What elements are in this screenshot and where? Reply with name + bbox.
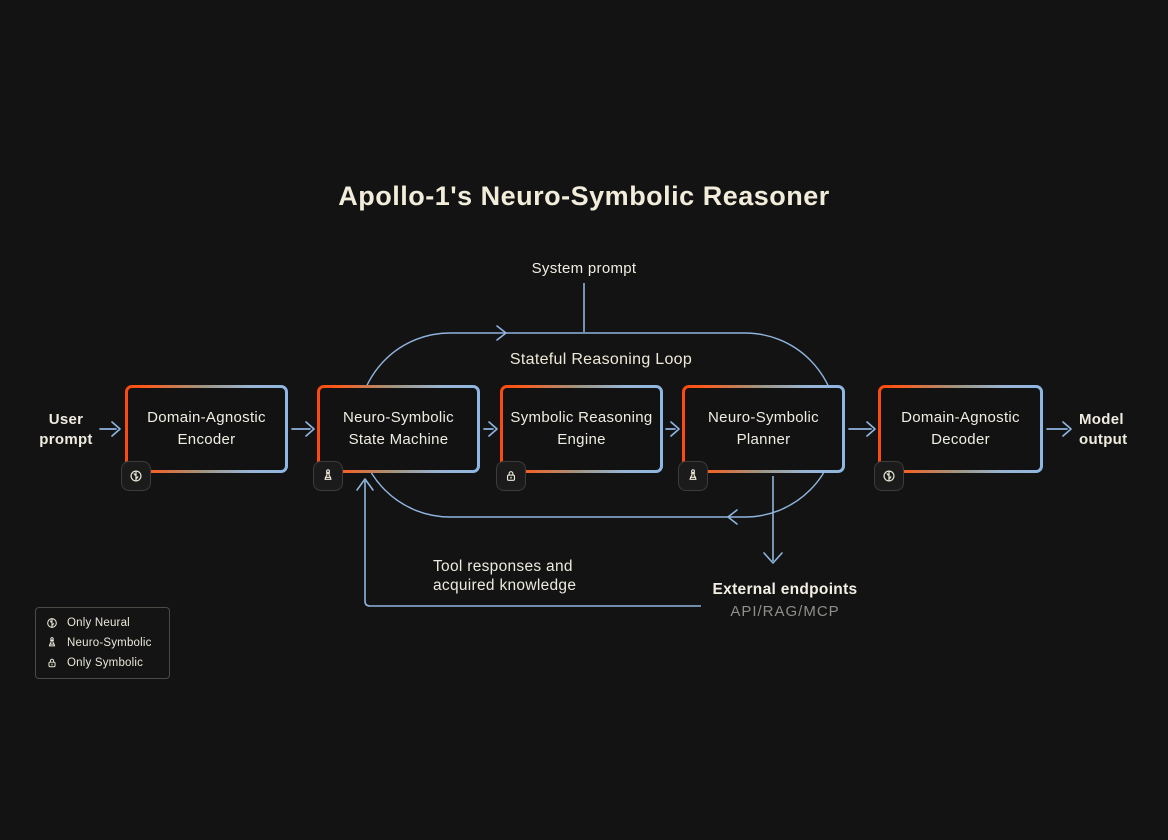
legend-label: Only Symbolic bbox=[67, 657, 144, 669]
chess-piece-icon bbox=[324, 469, 332, 480]
external-endpoints-subtitle: API/RAG/MCP bbox=[730, 603, 840, 620]
arrow-statemachine-to-engine bbox=[483, 421, 498, 437]
legend-item-only-neural: Only Neural bbox=[45, 616, 160, 630]
badge-only-neural bbox=[121, 461, 151, 491]
feedback-label-line1: Tool responses and bbox=[433, 558, 573, 575]
badge-neuro-symbolic bbox=[313, 461, 343, 491]
node-neuro-symbolic-state-machine: Neuro-Symbolic State Machine bbox=[313, 385, 480, 491]
system-prompt-label: System prompt bbox=[531, 260, 637, 277]
feedback-arrowhead-icon bbox=[356, 478, 374, 491]
node-label: Domain-Agnostic Encoder bbox=[147, 409, 266, 448]
legend-label: Neuro-Symbolic bbox=[67, 637, 152, 649]
loop-bottom-arrowhead-icon bbox=[727, 509, 738, 525]
badge-only-symbolic bbox=[496, 461, 526, 491]
feedback-label-line2: acquired knowledge bbox=[433, 577, 577, 594]
page-title: Apollo-1's Neuro-Symbolic Reasoner bbox=[338, 181, 830, 211]
arrow-planner-to-decoder bbox=[848, 421, 876, 437]
external-endpoints: External endpoints API/RAG/MCP bbox=[695, 581, 875, 620]
loop-top-arrowhead-icon bbox=[496, 325, 507, 341]
arrow-encoder-to-statemachine bbox=[291, 421, 315, 437]
brain-icon bbox=[883, 470, 895, 482]
stateful-reasoning-loop-label: Stateful Reasoning Loop bbox=[509, 351, 693, 368]
chess-piece-icon bbox=[689, 469, 697, 480]
node-label: Neuro-Symbolic Planner bbox=[708, 409, 819, 448]
reasoning-loop-path bbox=[357, 332, 838, 518]
brain-icon bbox=[47, 618, 57, 628]
user-prompt-label: User prompt bbox=[39, 411, 93, 448]
node-symbolic-reasoning-engine: Symbolic Reasoning Engine bbox=[496, 385, 663, 491]
legend-item-neuro-symbolic: Neuro-Symbolic bbox=[45, 636, 160, 650]
legend-item-only-symbolic: Only Symbolic bbox=[45, 656, 160, 670]
model-output-label: Model output bbox=[1079, 411, 1128, 448]
brain-icon bbox=[130, 470, 142, 482]
node-label: Neuro-Symbolic State Machine bbox=[343, 409, 454, 448]
arrow-decoder-to-output bbox=[1046, 421, 1072, 437]
node-domain-agnostic-encoder: Domain-Agnostic Encoder bbox=[121, 385, 288, 491]
node-neuro-symbolic-planner: Neuro-Symbolic Planner bbox=[678, 385, 845, 491]
badge-only-neural bbox=[874, 461, 904, 491]
legend: Only Neural Neuro-Symbolic Only Symbolic bbox=[35, 607, 170, 679]
node-domain-agnostic-decoder: Domain-Agnostic Decoder bbox=[874, 385, 1043, 491]
feedback-label: Tool responses and acquired knowledge bbox=[433, 557, 576, 595]
chess-piece-icon bbox=[48, 637, 56, 647]
external-arrowhead-icon bbox=[763, 552, 783, 564]
node-label: Symbolic Reasoning Engine bbox=[510, 409, 653, 448]
arrow-engine-to-planner bbox=[665, 421, 680, 437]
arrow-user-to-encoder bbox=[99, 421, 121, 437]
node-label: Domain-Agnostic Decoder bbox=[901, 409, 1020, 448]
lock-icon bbox=[506, 471, 516, 481]
badge-neuro-symbolic bbox=[678, 461, 708, 491]
lock-icon bbox=[48, 658, 56, 668]
feedback-line bbox=[364, 481, 701, 607]
legend-label: Only Neural bbox=[67, 617, 130, 629]
external-endpoints-title: External endpoints bbox=[712, 581, 858, 598]
